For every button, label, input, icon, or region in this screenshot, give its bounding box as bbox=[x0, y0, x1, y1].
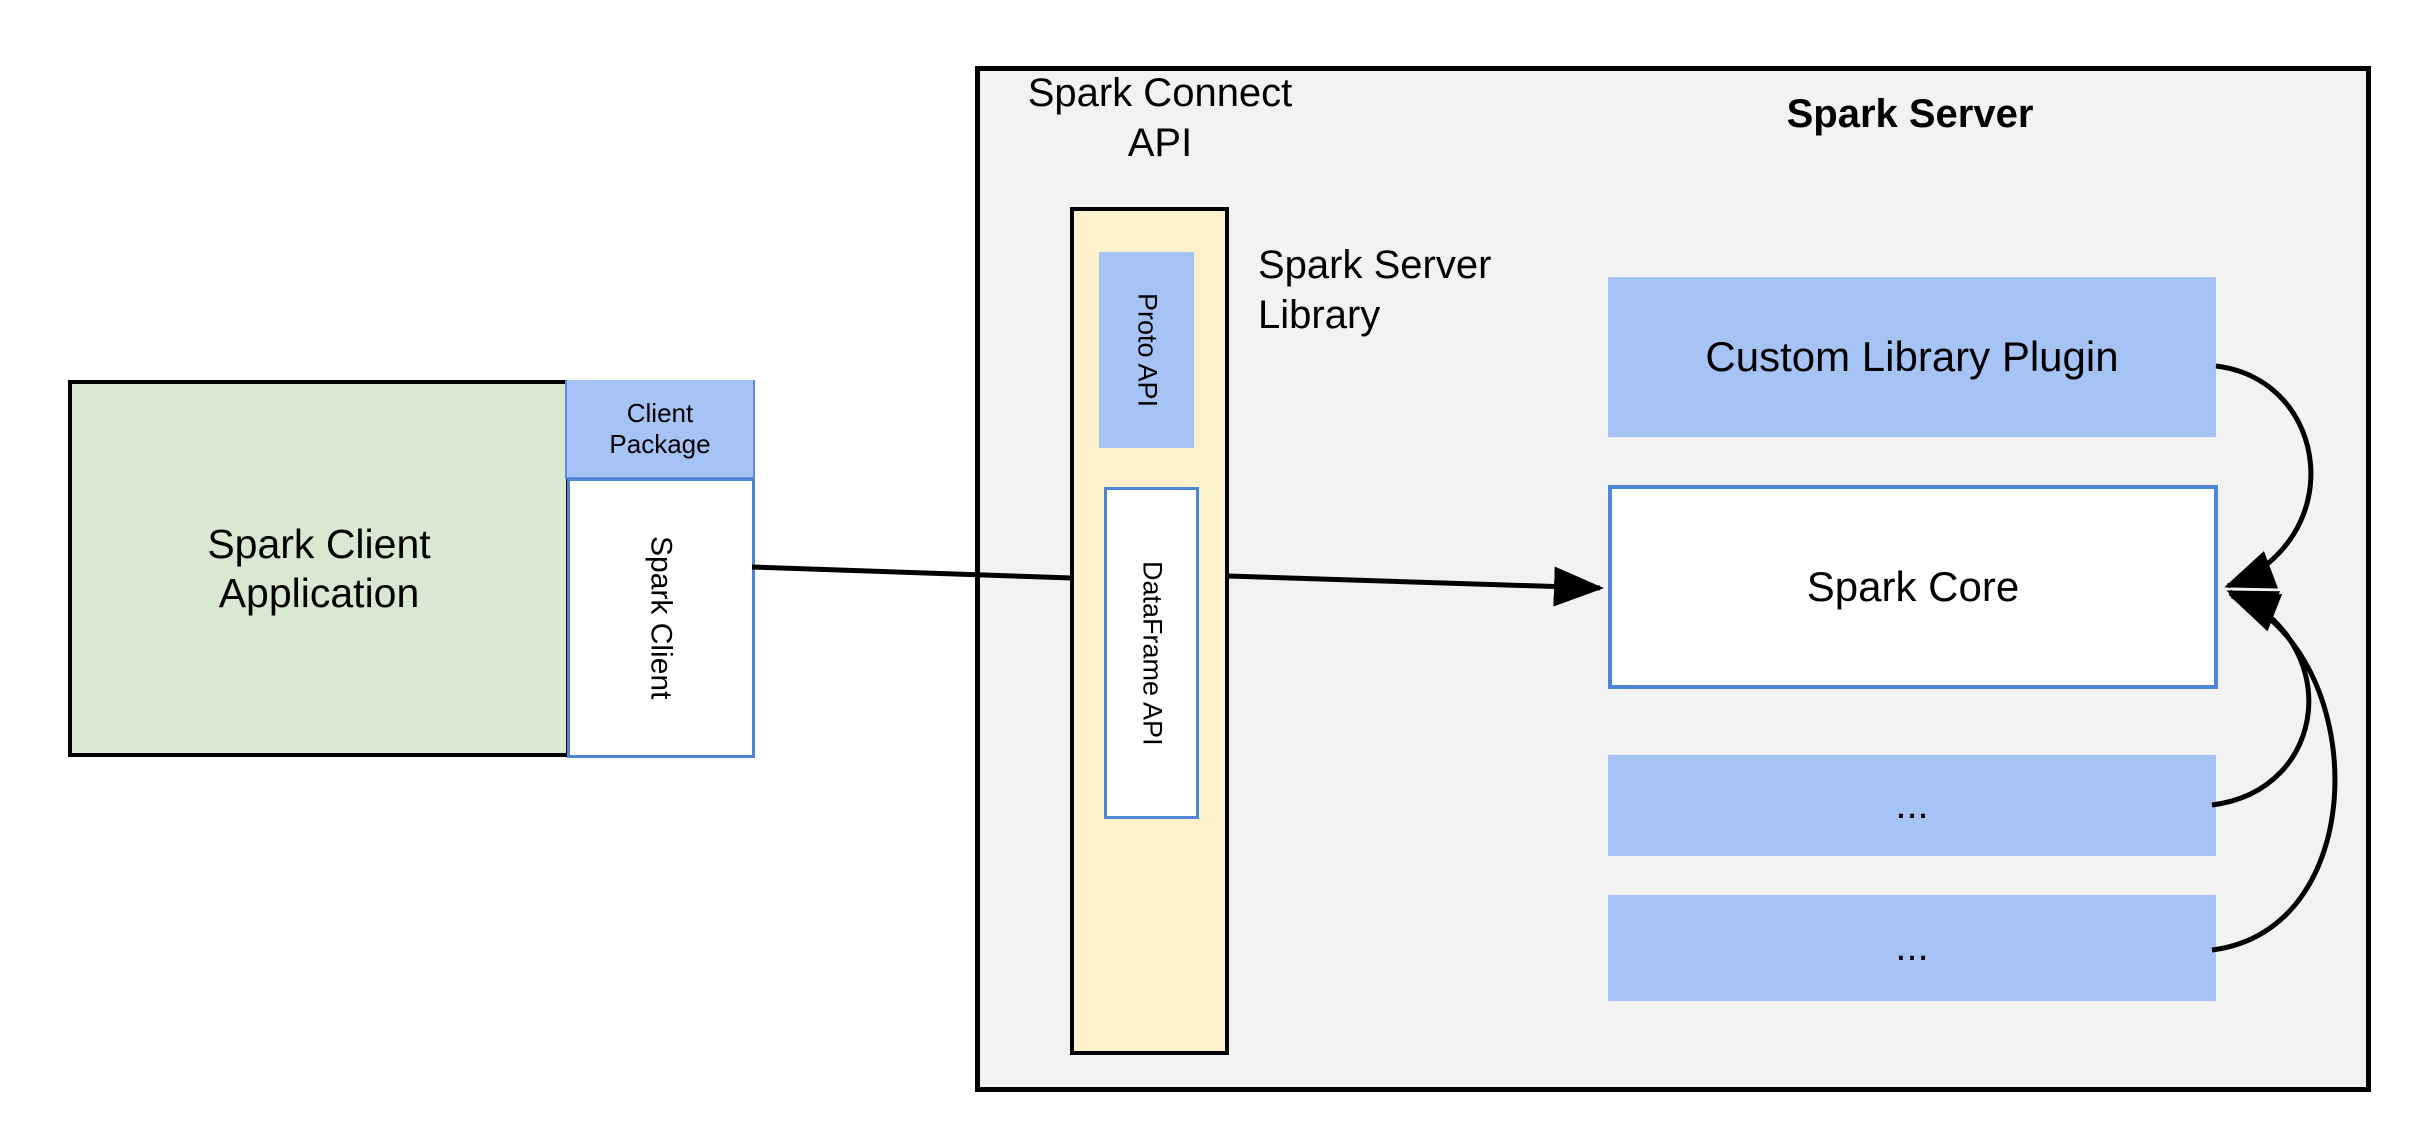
spark-client-label: Spark Client bbox=[644, 536, 678, 700]
spark-core-label: Spark Core bbox=[1806, 563, 2020, 611]
dataframe-api-label: DataFrame API bbox=[1137, 560, 1168, 746]
spark-server-title: Spark Server bbox=[1786, 92, 2034, 136]
spark-core-box[interactable]: Spark Core bbox=[1608, 485, 2218, 689]
spark-connect-api-title: Spark Connect API bbox=[1027, 71, 1293, 165]
module-placeholder-label-1: ... bbox=[1895, 782, 1929, 827]
module-placeholder-label-2: ... bbox=[1895, 925, 1929, 970]
proto-api-label: Proto API bbox=[1132, 292, 1163, 408]
client-package-box[interactable]: Client Package bbox=[565, 380, 755, 479]
spark-client-application-label: Spark Client Application bbox=[207, 521, 431, 616]
spark-client-box[interactable]: Spark Client bbox=[567, 478, 755, 758]
module-placeholder-box-2[interactable]: ... bbox=[1608, 895, 2216, 1001]
dataframe-api-box[interactable]: DataFrame API bbox=[1104, 487, 1199, 819]
spark-client-application-box[interactable]: Spark Client Application bbox=[68, 380, 570, 757]
spark-server-library-title: Spark Server Library bbox=[1258, 243, 1492, 337]
custom-library-plugin-label: Custom Library Plugin bbox=[1705, 333, 2119, 381]
module-placeholder-box-1[interactable]: ... bbox=[1608, 755, 2216, 856]
custom-library-plugin-box[interactable]: Custom Library Plugin bbox=[1608, 277, 2216, 437]
client-package-label: Client Package bbox=[609, 397, 711, 459]
proto-api-box[interactable]: Proto API bbox=[1099, 252, 1194, 448]
